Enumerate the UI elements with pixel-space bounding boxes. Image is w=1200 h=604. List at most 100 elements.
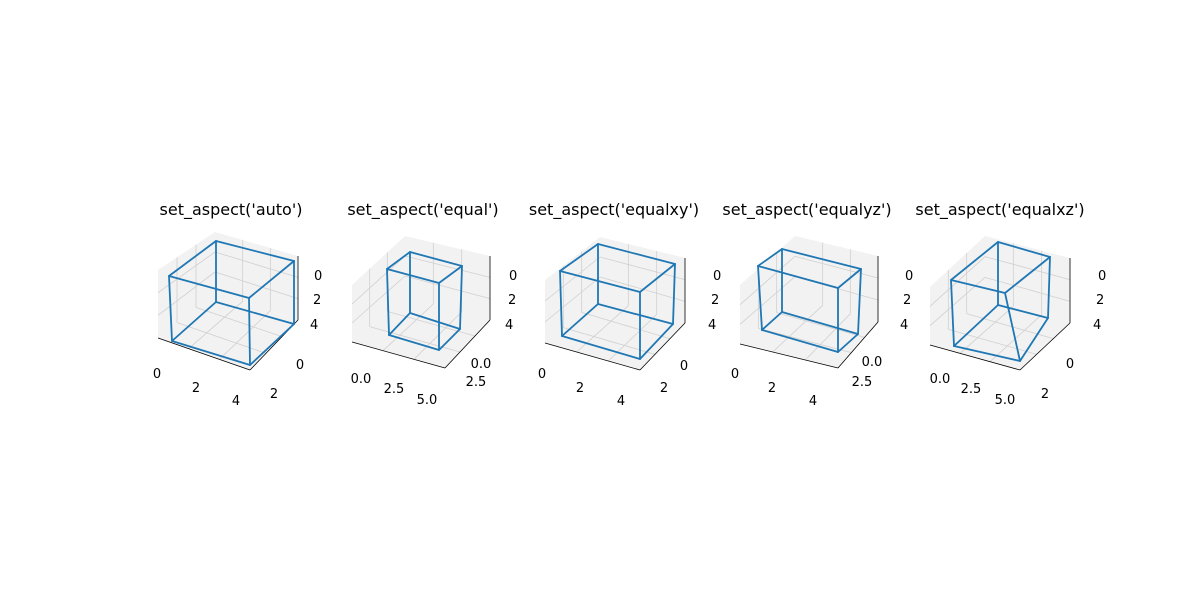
z-tick-label: 0 (1098, 269, 1106, 284)
x-tick-label: 0 (153, 367, 161, 382)
x-tick-label: 4 (617, 394, 625, 409)
subplot-title: set_aspect('equalxy') (529, 200, 699, 220)
z-tick-label: 2 (711, 293, 719, 308)
grid-line (382, 303, 434, 351)
box-edge (781, 248, 862, 270)
grid-line (219, 310, 271, 360)
grid-line (214, 251, 299, 278)
grid-line (984, 256, 1071, 281)
y-tick-label: 2 (1041, 387, 1049, 402)
grid-line (959, 306, 1014, 354)
box-edge (761, 311, 783, 331)
y-axis-line (639, 322, 686, 371)
y-tick-label: 2 (660, 381, 668, 396)
grid-line (966, 313, 1054, 340)
x-tick-label: 2.5 (384, 382, 405, 397)
grid-line (544, 256, 601, 302)
x-tick-label: 2.5 (961, 382, 982, 397)
box-edge (639, 263, 676, 293)
box-edge (459, 265, 463, 330)
box-edge (386, 268, 390, 336)
box-edge (409, 312, 461, 330)
subplot-title: set_aspect('auto') (160, 200, 303, 220)
box-edge (171, 340, 251, 366)
floor-pane (352, 296, 490, 368)
grid-line (608, 314, 657, 362)
box-edge (597, 243, 676, 265)
box-edge (168, 275, 173, 342)
grid-line (544, 276, 601, 323)
y-tick-label: 2.5 (466, 375, 487, 390)
grid-line (758, 327, 852, 354)
grid-line (157, 271, 216, 316)
grid-line (188, 301, 243, 349)
x-axis-line (351, 341, 446, 369)
left-pane (545, 237, 600, 343)
grid-line (599, 256, 686, 281)
x-tick-label: 2 (768, 381, 776, 396)
z-tick-label: 0 (713, 269, 721, 284)
box-edge (837, 268, 862, 289)
grid-line (576, 305, 629, 353)
y-tick-label: 0 (296, 358, 304, 373)
x-tick-label: 2 (576, 381, 584, 396)
x-axis-line (157, 337, 251, 371)
box-edge (559, 270, 641, 293)
x-tick-label: 5.0 (995, 393, 1016, 408)
box-edge (950, 279, 955, 347)
box-edge (248, 260, 295, 299)
box-edge (559, 243, 599, 272)
box-edge (950, 241, 999, 281)
subplot-title: set_aspect('equal') (347, 200, 498, 220)
box-edge (249, 323, 295, 366)
box-edge (1019, 317, 1049, 362)
box-edge (388, 312, 411, 336)
box-edge (953, 304, 999, 347)
floor-pane (545, 297, 685, 370)
box-edge (953, 345, 1021, 362)
box-edge (761, 329, 839, 353)
x-tick-label: 5.0 (417, 393, 438, 408)
box-edge (215, 301, 295, 325)
x-tick-label: 0 (538, 367, 546, 382)
z-tick-label: 0 (509, 269, 517, 284)
z-tick-label: 0 (314, 269, 322, 284)
y-tick-label: 2 (270, 387, 278, 402)
box-edge (388, 334, 440, 351)
y-tick-label: 2.5 (852, 375, 873, 390)
grid-line (739, 256, 796, 305)
box-edge (561, 335, 641, 360)
z-tick-label: 0 (905, 269, 913, 284)
z-tick-label: 4 (1093, 318, 1101, 333)
box-edge (168, 240, 217, 277)
left-pane (352, 236, 405, 342)
grid-line (776, 312, 865, 338)
z-tick-label: 4 (310, 318, 318, 333)
grid-line (948, 328, 1037, 355)
x-tick-label: 0 (731, 367, 739, 382)
grid-line (387, 310, 476, 337)
grid-line (739, 276, 796, 325)
subplot-title: set_aspect('equalxz') (915, 200, 1084, 220)
grid-line (214, 271, 299, 300)
x-axis-line (929, 344, 1021, 371)
y-axis-line (837, 321, 879, 369)
x-tick-label: 2 (192, 381, 200, 396)
grid-line (772, 305, 823, 353)
y-tick-label: 0.0 (471, 357, 492, 372)
back-pane (600, 237, 685, 323)
back-pane (215, 232, 298, 320)
floor-pane (158, 292, 298, 370)
box-edge (757, 265, 763, 331)
box-edge (950, 279, 1006, 294)
y-tick-label: 0 (680, 359, 688, 374)
grid-line (351, 255, 406, 305)
box-edge (997, 241, 1051, 258)
grid-line (176, 322, 267, 354)
box-edge (248, 297, 251, 366)
